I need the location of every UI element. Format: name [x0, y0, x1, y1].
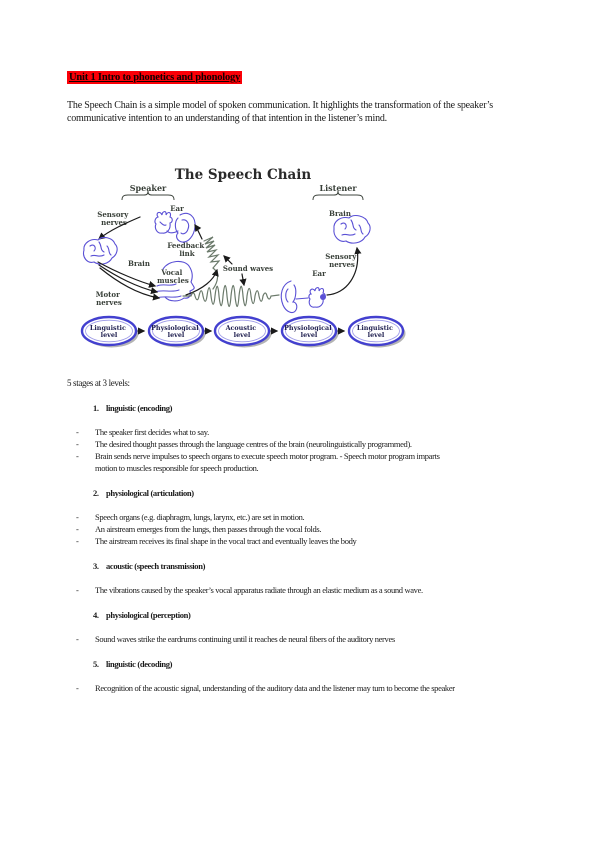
list-item: - The airstream receives its final shape… — [67, 535, 467, 547]
list-item: - Brain sends nerve impulses to speech o… — [67, 450, 467, 474]
stage-4-title: 4. physiological (perception) — [67, 609, 467, 621]
stage-4: 4. physiological (perception) - Sound wa… — [67, 609, 467, 645]
bullet-dash: - — [76, 585, 79, 595]
listener-label: Listener — [319, 183, 357, 193]
list-item: - An airstream emerges from the lungs, t… — [67, 523, 467, 535]
svg-text:Physiological leve: Physiological level — [284, 324, 334, 339]
sound-waves-label: Sound waves — [223, 264, 273, 273]
stage-3-title: 3. acoustic (speech transmission) — [67, 560, 467, 572]
stage-5-number: 5. — [93, 659, 99, 669]
vocal-muscles-label: Vocal muscles — [157, 268, 189, 285]
stage-5-title-text: linguistic (decoding) — [106, 659, 173, 669]
diagram-title: The Speech Chain — [175, 167, 312, 183]
stage-2-number: 2. — [93, 488, 99, 498]
stage-1-title-text: linguistic (encoding) — [106, 403, 173, 413]
bullet-text: Recognition of the acoustic signal, unde… — [95, 683, 455, 693]
list-item: - The vibrations caused by the speaker’s… — [67, 584, 467, 596]
bullet-text: Brain sends nerve impulses to speech org… — [95, 451, 440, 473]
sound-wave-drawing — [182, 284, 280, 308]
speech-chain-svg: The Speech Chain Speaker Listener Ear Se… — [80, 167, 406, 348]
bullet-dash: - — [76, 683, 79, 693]
bullet-text: The vibrations caused by the speaker’s v… — [95, 585, 423, 595]
brain-left-drawing — [83, 236, 118, 265]
ear-left-label: Ear — [170, 204, 184, 213]
svg-text:Acoustic level: Acoustic level — [225, 324, 259, 339]
list-item: - The speaker first decides what to say. — [67, 426, 467, 438]
document-title: Unit 1 Intro to phonetics and phonology — [67, 67, 243, 85]
bullet-dash: - — [76, 512, 79, 522]
bullet-text: Sound waves strike the eardrums continui… — [95, 634, 395, 644]
bullet-dash: - — [76, 427, 79, 437]
bullet-text: The speaker first decides what to say. — [95, 427, 209, 437]
speaker-label: Speaker — [130, 183, 167, 193]
sensory-nerves-left-label: Sensory nerves — [97, 210, 130, 227]
ear-right-label: Ear — [312, 269, 326, 278]
stage-3-number: 3. — [93, 561, 99, 571]
brain-right-label: Brain — [329, 209, 351, 218]
brain-right-drawing — [333, 214, 371, 244]
speech-chain-diagram: The Speech Chain Speaker Listener Ear Se… — [70, 156, 420, 356]
svg-text:Physiological leve: Physiological level — [151, 324, 201, 339]
listener-brace — [312, 190, 364, 201]
feedback-link-label: Feedback link — [167, 241, 206, 258]
bullet-text: An airstream emerges from the lungs, the… — [95, 524, 322, 534]
stage-2-title-text: physiological (articulation) — [106, 488, 194, 498]
mouth-to-feedback-curve — [185, 268, 219, 296]
stages-heading: 5 stages at 3 levels: — [67, 378, 130, 388]
feedback-coil — [203, 236, 221, 290]
ear-right-drawing — [280, 280, 326, 314]
svg-text:Linguistic level: Linguistic level — [90, 324, 128, 339]
bullet-text: The desired thought passes through the l… — [95, 439, 412, 449]
stage-4-title-text: physiological (perception) — [106, 610, 191, 620]
bullet-text: Speech organs (e.g. diaphragm, lungs, la… — [95, 512, 305, 522]
level-ellipse-4: Physiological level — [280, 315, 339, 348]
sound-waves-arrow-to-coil — [223, 255, 233, 265]
level-ellipse-5: Linguistic level — [347, 315, 406, 348]
stage-5: 5. linguistic (decoding) - Recognition o… — [67, 658, 467, 694]
sensory-nerves-left-arrow — [98, 216, 141, 240]
bullet-dash: - — [76, 524, 79, 534]
list-item: - Speech organs (e.g. diaphragm, lungs, … — [67, 511, 467, 523]
stages-section: 5 stages at 3 levels: 1. linguistic (enc… — [67, 377, 467, 694]
bullet-text: The airstream receives its final shape i… — [95, 536, 357, 546]
level-ellipse-1: Linguistic level — [80, 315, 139, 348]
brain-left-label: Brain — [128, 259, 150, 268]
stage-3-title-text: acoustic (speech transmission) — [106, 561, 206, 571]
highlighted-title-text: Unit 1 Intro to phonetics and phonology — [67, 71, 243, 84]
stage-1-title: 1. linguistic (encoding) — [67, 402, 467, 414]
feedback-to-ear-arrow — [194, 224, 203, 240]
stage-2-title: 2. physiological (articulation) — [67, 487, 467, 499]
motor-nerves-label: Motor nerves — [96, 290, 122, 307]
sensory-nerves-right-arrow — [326, 246, 362, 296]
svg-text:Linguistic level: Linguistic level — [357, 324, 395, 339]
stage-5-title: 5. linguistic (decoding) — [67, 658, 467, 670]
sound-waves-arrow-to-wave — [239, 273, 247, 287]
sensory-nerves-right-label: Sensory nerves — [325, 252, 358, 269]
bullet-dash: - — [76, 451, 79, 461]
bullet-dash: - — [76, 634, 79, 644]
list-item: - Recognition of the acoustic signal, un… — [67, 682, 467, 694]
level-ellipse-3: Acoustic level — [213, 315, 272, 348]
ear-left-drawing — [154, 211, 196, 243]
motor-nerves-arrows — [97, 261, 161, 301]
bullet-dash: - — [76, 536, 79, 546]
stage-3: 3. acoustic (speech transmission) - The … — [67, 560, 467, 596]
intro-paragraph: The Speech Chain is a simple model of sp… — [67, 100, 493, 124]
list-item: - The desired thought passes through the… — [67, 438, 467, 450]
speaker-brace — [121, 190, 175, 201]
levels-row: Linguistic level Physiological level — [80, 315, 406, 348]
bullet-dash: - — [76, 439, 79, 449]
stage-4-number: 4. — [93, 610, 99, 620]
list-item: - Sound waves strike the eardrums contin… — [67, 633, 467, 645]
level-ellipse-2: Physiological level — [147, 315, 206, 348]
stage-2: 2. physiological (articulation) - Speech… — [67, 487, 467, 547]
stage-1: 1. linguistic (encoding) - The speaker f… — [67, 402, 467, 474]
stage-1-number: 1. — [93, 403, 99, 413]
